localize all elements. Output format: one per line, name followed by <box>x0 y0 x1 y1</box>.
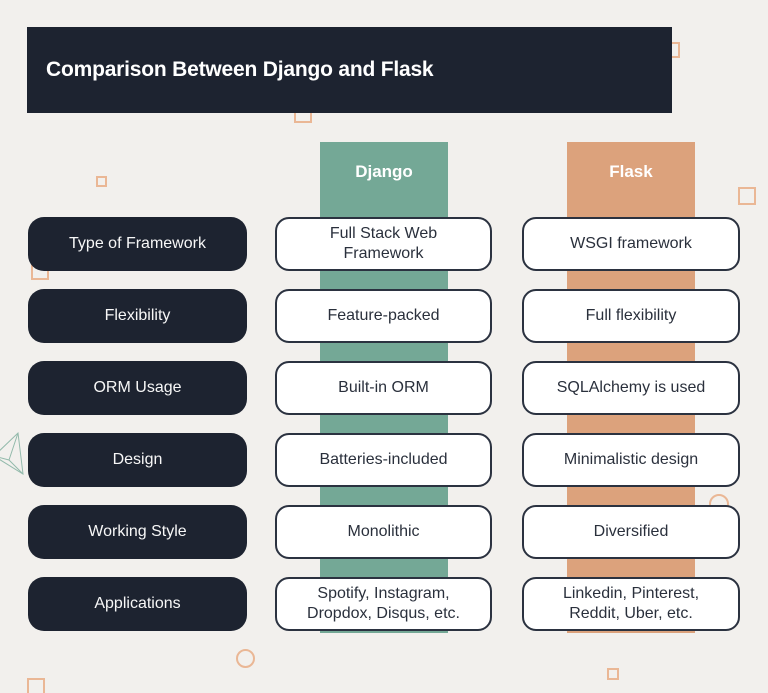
title-bar: Comparison Between Django and Flask <box>27 27 672 113</box>
page-title: Comparison Between Django and Flask <box>46 58 434 81</box>
table-row: Design Batteries-included Minimalistic d… <box>0 433 768 487</box>
flask-cell-flexibility: Full flexibility <box>522 289 740 343</box>
django-cell-working-style: Monolithic <box>275 505 492 559</box>
flask-cell-design: Minimalistic design <box>522 433 740 487</box>
row-label-applications: Applications <box>28 577 247 631</box>
square-outline-icon <box>738 187 756 205</box>
square-outline-icon <box>607 668 619 680</box>
flask-cell-type-of-framework: WSGI framework <box>522 217 740 271</box>
table-row: Applications Spotify, Instagram, Dropdox… <box>0 577 768 631</box>
django-cell-design: Batteries-included <box>275 433 492 487</box>
row-label-design: Design <box>28 433 247 487</box>
django-cell-type-of-framework: Full Stack Web Framework <box>275 217 492 271</box>
row-label-type-of-framework: Type of Framework <box>28 217 247 271</box>
django-cell-orm-usage: Built-in ORM <box>275 361 492 415</box>
table-row: Working Style Monolithic Diversified <box>0 505 768 559</box>
circle-outline-icon <box>236 649 255 668</box>
flask-cell-orm-usage: SQLAlchemy is used <box>522 361 740 415</box>
flask-column-header: Flask <box>609 162 653 181</box>
wireframe-triangle-icon <box>0 431 24 475</box>
django-column-header: Django <box>355 162 413 181</box>
flask-cell-applications: Linkedin, Pinterest, Reddit, Uber, etc. <box>522 577 740 631</box>
django-cell-applications: Spotify, Instagram, Dropdox, Disqus, etc… <box>275 577 492 631</box>
table-row: ORM Usage Built-in ORM SQLAlchemy is use… <box>0 361 768 415</box>
square-outline-icon <box>96 176 107 187</box>
square-outline-icon <box>27 678 45 693</box>
django-cell-flexibility: Feature-packed <box>275 289 492 343</box>
flask-cell-working-style: Diversified <box>522 505 740 559</box>
row-label-orm-usage: ORM Usage <box>28 361 247 415</box>
table-row: Flexibility Feature-packed Full flexibil… <box>0 289 768 343</box>
table-row: Type of Framework Full Stack Web Framewo… <box>0 217 768 271</box>
row-label-working-style: Working Style <box>28 505 247 559</box>
row-label-flexibility: Flexibility <box>28 289 247 343</box>
